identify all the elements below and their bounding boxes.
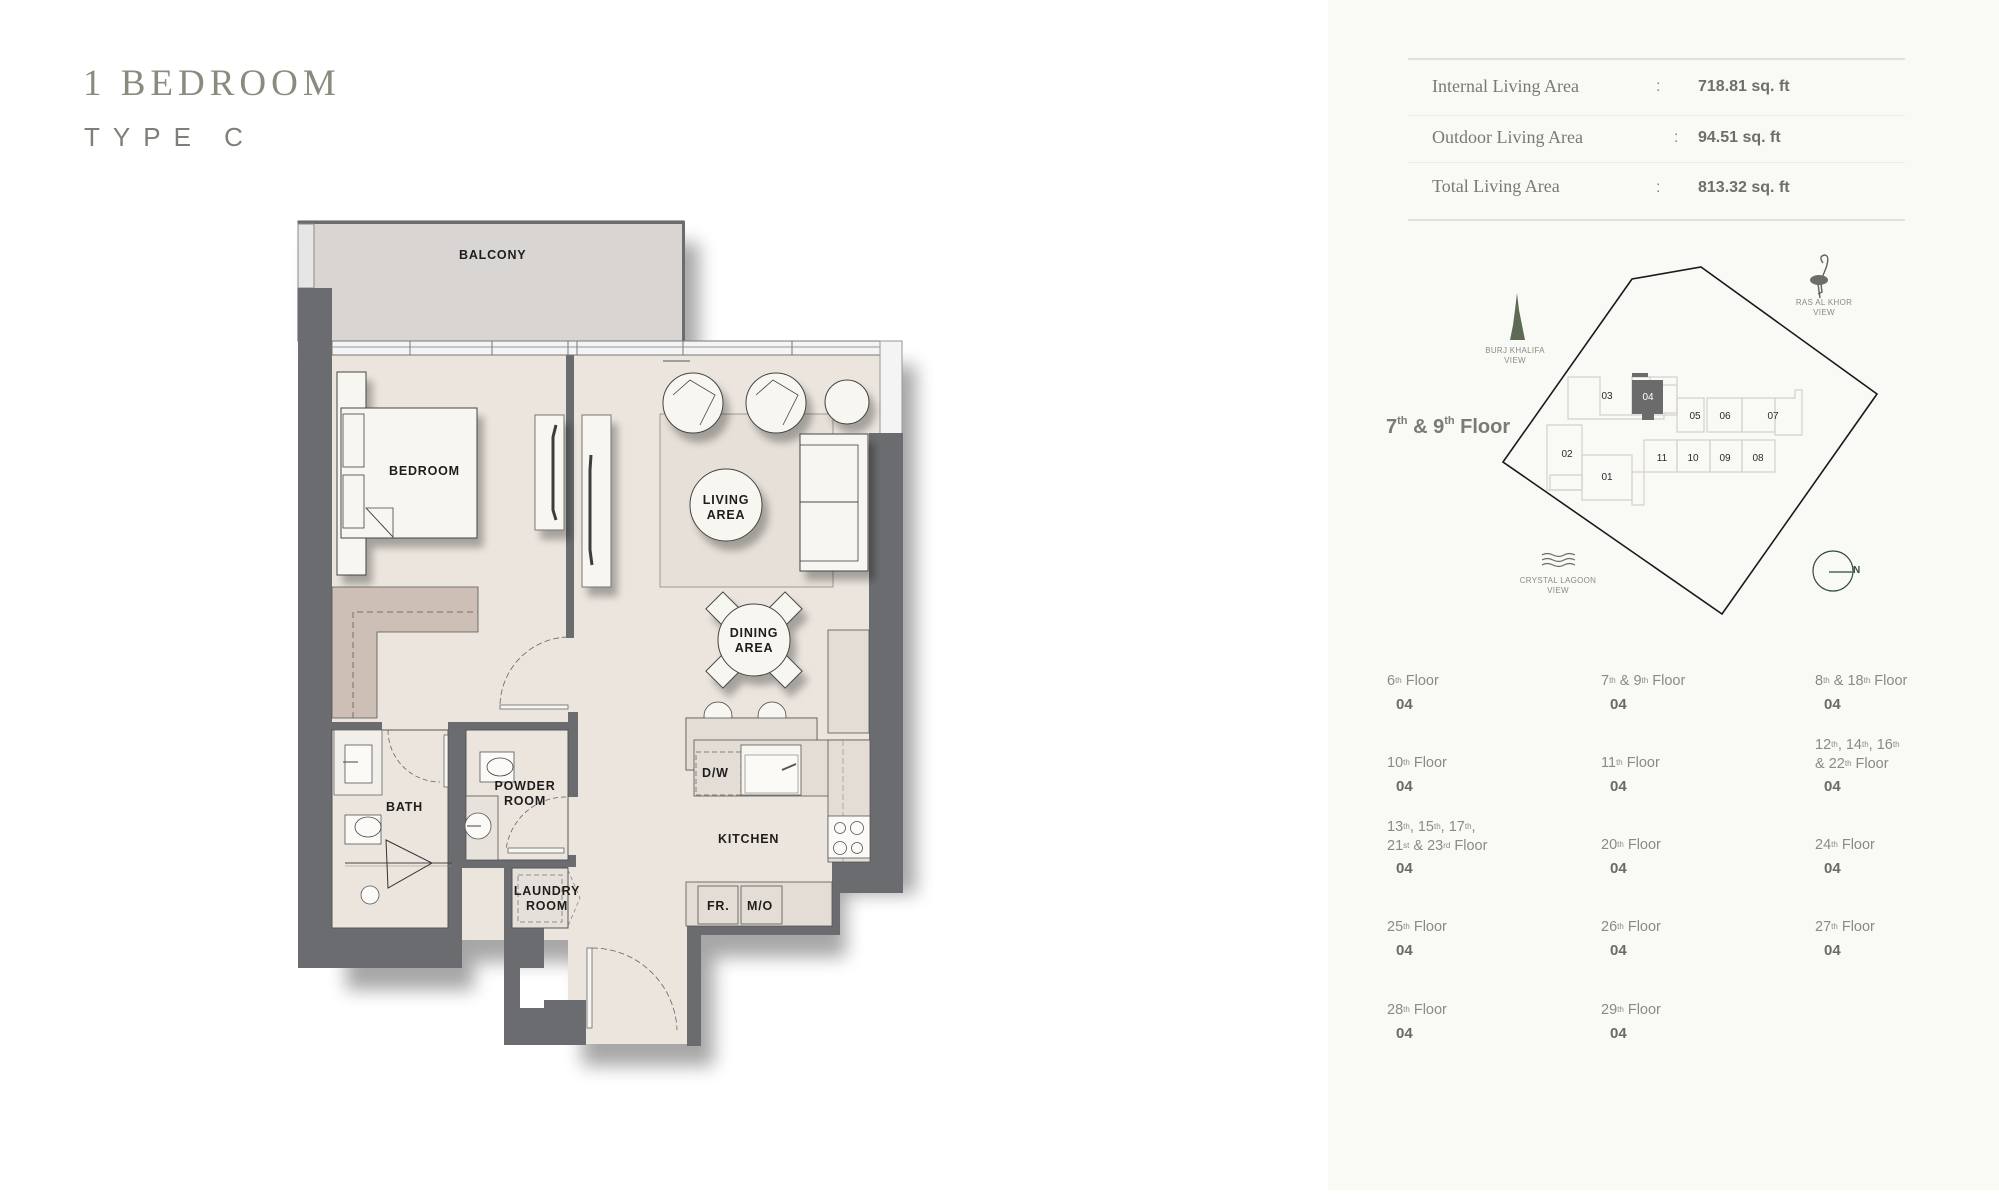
unit-03: 03 xyxy=(1601,391,1613,402)
floor-label: 7th & 9th Floor xyxy=(1601,673,1686,689)
divider-bottom xyxy=(1408,219,1905,221)
area-value-total: 813.32 sq. ft xyxy=(1698,179,1790,196)
floor-unit-number: 04 xyxy=(1396,1025,1413,1042)
room-label-bedroom: BEDROOM xyxy=(389,464,460,478)
floor-unit-number: 04 xyxy=(1824,778,1841,795)
floor-label: 12th, 14th, 16th& 22th Floor xyxy=(1815,737,1900,772)
floor-plan-drawing xyxy=(297,220,903,1046)
floor-unit-number: 04 xyxy=(1610,696,1627,713)
area-label-internal: Internal Living Area xyxy=(1432,76,1579,96)
floor-label: 10th Floor xyxy=(1387,755,1447,771)
area-value-internal: 718.81 sq. ft xyxy=(1698,78,1790,95)
compass-north-label: N xyxy=(1853,565,1861,576)
room-label-balcony: BALCONY xyxy=(459,248,527,262)
key-plan-drawing: 03 04 05 06 07 02 01 11 10 09 08 xyxy=(1501,254,1879,616)
appliance-microwave: M/O xyxy=(747,899,774,913)
armchairs xyxy=(662,372,870,572)
floor-label: 6th Floor xyxy=(1387,673,1439,689)
floor-label: 8th & 18th Floor xyxy=(1815,673,1908,689)
floor-label: 20th Floor xyxy=(1601,837,1661,853)
floor-unit-number: 04 xyxy=(1396,942,1413,959)
room-label-dining-line2: AREA xyxy=(734,641,774,655)
balcony xyxy=(297,220,685,343)
floor-unit-number: 04 xyxy=(1396,696,1413,713)
floor-label: 27th Floor xyxy=(1815,919,1875,935)
floor-unit-number: 04 xyxy=(1610,778,1627,795)
unit-04: 04 xyxy=(1642,392,1654,403)
unit-06: 06 xyxy=(1719,411,1731,422)
area-label-total: Total Living Area xyxy=(1432,176,1560,196)
floor-label: 26th Floor xyxy=(1601,919,1661,935)
floor-label: 28th Floor xyxy=(1387,1002,1447,1018)
area-colon: : xyxy=(1656,78,1661,95)
floor-unit-number: 04 xyxy=(1396,860,1413,877)
waves-icon xyxy=(1541,552,1576,568)
room-label-laundry-line2: ROOM xyxy=(525,899,569,913)
room-label-living-line2: AREA xyxy=(706,508,746,522)
room-label-powder-line2: ROOM xyxy=(503,794,547,808)
room-label-laundry-line1: LAUNDRY xyxy=(513,884,581,898)
room-label-powder-room: POWDER ROOM xyxy=(493,779,557,809)
floor-unit-number: 04 xyxy=(1396,778,1413,795)
room-label-dining-line1: DINING xyxy=(729,626,779,640)
floor-label: 29th Floor xyxy=(1601,1002,1661,1018)
room-label-dining: DINING AREA xyxy=(724,626,784,656)
area-colon: : xyxy=(1656,179,1661,196)
floor-unit-number: 04 xyxy=(1824,860,1841,877)
room-label-bath: BATH xyxy=(386,800,423,814)
floor-label: 25th Floor xyxy=(1387,919,1447,935)
floor-unit-number: 04 xyxy=(1610,942,1627,959)
room-label-powder-line1: POWDER xyxy=(494,779,556,793)
area-colon: : xyxy=(1674,129,1679,146)
info-panel xyxy=(1328,0,1999,1190)
dining-table xyxy=(705,591,803,689)
area-label-outdoor: Outdoor Living Area xyxy=(1432,127,1583,147)
room-label-living-line1: LIVING xyxy=(702,493,750,507)
room-label-living: LIVING AREA xyxy=(696,493,756,523)
unit-type: TYPE C xyxy=(84,122,256,152)
floor-unit-number: 04 xyxy=(1610,860,1627,877)
divider-top xyxy=(1408,58,1905,60)
wardrobe xyxy=(331,586,479,719)
floor-label: 13th, 15th, 17th,21st & 23rd Floor xyxy=(1387,819,1488,854)
appliance-dishwasher: D/W xyxy=(702,766,729,780)
keyplan-floor-title: 7th & 9th Floor xyxy=(1386,415,1511,438)
floor-label: 11th Floor xyxy=(1601,755,1660,771)
building-outline xyxy=(1546,376,1803,506)
unit-02: 02 xyxy=(1561,449,1573,460)
area-value-outdoor: 94.51 sq. ft xyxy=(1698,129,1781,146)
floor-plan xyxy=(0,0,1000,1190)
room-label-laundry-room: LAUNDRY ROOM xyxy=(512,884,582,914)
unit-11: 11 xyxy=(1657,453,1668,464)
divider-row2 xyxy=(1408,162,1905,163)
floor-label: 24th Floor xyxy=(1815,837,1875,853)
unit-08: 08 xyxy=(1752,453,1764,464)
appliance-fridge: FR. xyxy=(707,899,730,913)
floor-unit-number: 04 xyxy=(1610,1025,1627,1042)
key-plan: 03 04 05 06 07 02 01 11 10 09 08 xyxy=(1370,250,1900,630)
divider-row1 xyxy=(1408,115,1905,116)
flamingo-icon xyxy=(1810,254,1829,299)
unit-09: 09 xyxy=(1719,453,1731,464)
unit-10: 10 xyxy=(1687,453,1699,464)
room-label-kitchen: KITCHEN xyxy=(718,832,780,846)
burj-khalifa-icon xyxy=(1507,293,1527,340)
page-title: 1 BEDROOM xyxy=(83,63,341,104)
floor-unit-number: 04 xyxy=(1824,696,1841,713)
highlighted-unit xyxy=(1632,380,1663,420)
kitchen-counters xyxy=(685,629,871,927)
walls xyxy=(298,288,903,1046)
floor-unit-number: 04 xyxy=(1824,942,1841,959)
site-boundary xyxy=(1501,266,1879,616)
unit-07: 07 xyxy=(1767,411,1779,422)
compass-icon xyxy=(1812,550,1854,592)
unit-05: 05 xyxy=(1689,411,1701,422)
unit-01: 01 xyxy=(1601,472,1613,483)
